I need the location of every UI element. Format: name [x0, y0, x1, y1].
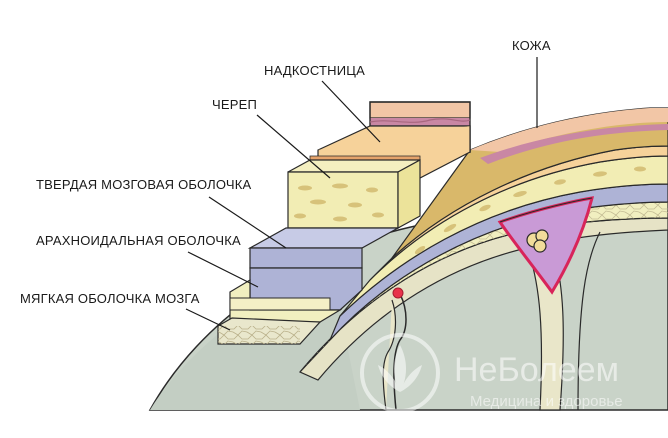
pointer-periosteum	[321, 80, 381, 143]
watermark-logo-icon	[360, 333, 440, 413]
skin-block-top	[369, 101, 471, 119]
arachnoid-granulation	[526, 229, 549, 253]
watermark-brand: НеБолеем	[454, 351, 619, 389]
label-arachnoid: АРАХНОИДАЛЬНАЯ ОБОЛОЧКА	[36, 233, 241, 248]
label-skull: ЧЕРЕП	[212, 97, 258, 112]
pointer-lines	[185, 57, 538, 331]
label-periosteum: НАДКОСТНИЦА	[264, 63, 365, 78]
pointer-skull	[256, 114, 331, 179]
label-pia: МЯГКАЯ ОБОЛОЧКА МОЗГА	[20, 291, 200, 306]
skull-spots	[414, 166, 646, 255]
dura-block	[249, 247, 363, 269]
label-skin: КОЖА	[512, 38, 551, 53]
pointer-arachnoid	[187, 251, 259, 288]
sulcus-right	[577, 231, 601, 411]
watermark-tagline: Медицина и здоровье	[470, 393, 623, 410]
pointer-dura	[208, 196, 287, 249]
pointer-pia	[185, 308, 231, 331]
label-dura: ТВЕРДАЯ МОЗГОВАЯ ОБОЛОЧКА	[36, 177, 252, 192]
skull-block-spots	[294, 183, 384, 222]
blood-vessel-dot	[392, 287, 404, 299]
